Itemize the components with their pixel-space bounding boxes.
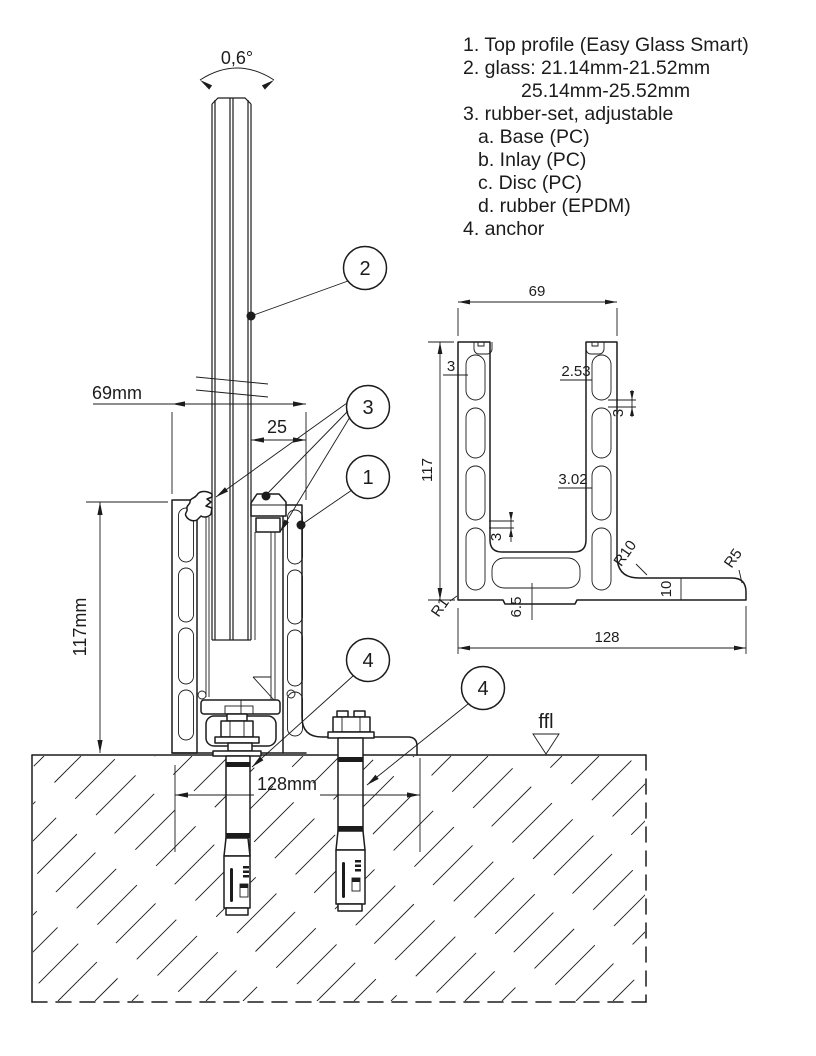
glass-inset-label: 25	[267, 417, 287, 437]
detail-web-inner-dimension: 2.53	[560, 363, 592, 381]
main-section-view: 0,6° 69mm 25	[70, 48, 560, 916]
svg-text:4: 4	[477, 678, 488, 700]
profile-wall-slots	[178, 507, 303, 741]
height-dimension: 117mm	[70, 501, 168, 753]
svg-text:R1: R1	[428, 595, 453, 620]
svg-text:10: 10	[658, 581, 675, 598]
svg-text:R10: R10	[610, 537, 640, 569]
width-dimension: 69mm	[92, 383, 307, 500]
rubber-set	[184, 490, 287, 533]
svg-text:3: 3	[447, 358, 455, 375]
svg-text:128: 128	[594, 629, 619, 646]
legend-item: c. Disc (PC)	[478, 172, 582, 194]
clamp-plates	[205, 517, 276, 701]
detail-glass-lip-left	[473, 342, 493, 355]
legend-item: 25.14mm-25.52mm	[521, 80, 691, 102]
balloon-anchor-right: 4	[366, 665, 506, 786]
base-profile	[171, 499, 418, 756]
detail-web-mid-dimension: 3.02	[558, 471, 592, 489]
detail-base-web-dimension: 6.5	[508, 583, 533, 620]
svg-text:117: 117	[419, 458, 436, 482]
expansion-sleeve	[223, 855, 251, 909]
detail-web-outer-dimension: 3	[443, 358, 468, 376]
detail-profile-outline	[457, 341, 747, 605]
svg-text:6.5: 6.5	[508, 597, 525, 618]
anchor-bolt-left	[212, 700, 262, 916]
legend-item: b. Inlay (PC)	[478, 149, 587, 171]
expansion-sleeve	[335, 849, 366, 905]
detail-glass-lip-right	[585, 342, 605, 355]
svg-text:3.02: 3.02	[558, 471, 587, 488]
detail-slot-gap-left-dimension: 3	[488, 512, 514, 542]
detail-foot-thickness-dimension: 10	[658, 578, 682, 600]
concrete-slab	[31, 754, 647, 1003]
detail-slot-gap-right-dimension: 3	[608, 390, 636, 417]
rubber-inlay-right	[255, 517, 281, 533]
glass-panel	[211, 97, 252, 641]
floor-level-marker: ffl	[532, 711, 560, 755]
detail-height-dimension: 117	[419, 341, 455, 601]
detail-corner-radius: R1	[428, 595, 458, 620]
glass-break-lines	[195, 376, 269, 398]
rubber-wedge-left	[184, 490, 213, 522]
svg-text:2: 2	[359, 258, 370, 280]
legend-item: d. rubber (EPDM)	[478, 195, 631, 217]
legend-item: 2. glass: 21.14mm-21.52mm	[463, 57, 711, 79]
balloon-glass: 2	[246, 245, 388, 321]
legend-item: 1. Top profile (Easy Glass Smart)	[463, 34, 749, 56]
detail-wall-slots	[465, 354, 612, 591]
svg-text:3: 3	[488, 533, 505, 541]
balloon-anchor-left: 4	[251, 637, 391, 768]
concrete-hatch	[33, 756, 645, 1001]
legend-item: 4. anchor	[463, 218, 545, 240]
svg-text:3: 3	[362, 397, 373, 419]
legend-item: a. Base (PC)	[478, 126, 590, 148]
anchor-spacing-dimension: 128mm	[174, 758, 421, 852]
anchor-bolt-right	[327, 710, 375, 912]
floor-level-label: ffl	[538, 711, 553, 733]
glass-inset-dimension: 25	[250, 417, 306, 490]
legend: 1. Top profile (Easy Glass Smart) 2. gla…	[463, 34, 749, 241]
angle-dimension: 0,6°	[199, 48, 275, 90]
legend-item: 3. rubber-set, adjustable	[463, 103, 674, 125]
svg-text:1: 1	[362, 467, 373, 489]
svg-text:69: 69	[529, 283, 546, 300]
anchor-spacing-label: 128mm	[257, 774, 317, 794]
svg-text:4: 4	[362, 650, 373, 672]
detail-fillet-radius: R10	[610, 537, 648, 576]
washer	[214, 736, 260, 744]
svg-text:3: 3	[610, 409, 627, 417]
balloon-rubber-set: 3	[215, 384, 391, 533]
washer	[327, 731, 375, 739]
angle-label: 0,6°	[221, 48, 253, 68]
detail-base-width-dimension: 128	[457, 606, 747, 654]
profile-detail-view: 69 117 3 2.53	[419, 283, 747, 654]
height-label: 117mm	[70, 598, 90, 657]
balloon-top-profile: 1	[296, 454, 391, 530]
detail-width-dimension: 69	[457, 283, 618, 336]
svg-text:2.53: 2.53	[561, 363, 590, 380]
anchor-shaft	[337, 737, 364, 832]
svg-text:R5: R5	[721, 546, 746, 571]
balloon-callouts: 2 3 1	[215, 245, 506, 786]
width-label: 69mm	[92, 383, 142, 403]
